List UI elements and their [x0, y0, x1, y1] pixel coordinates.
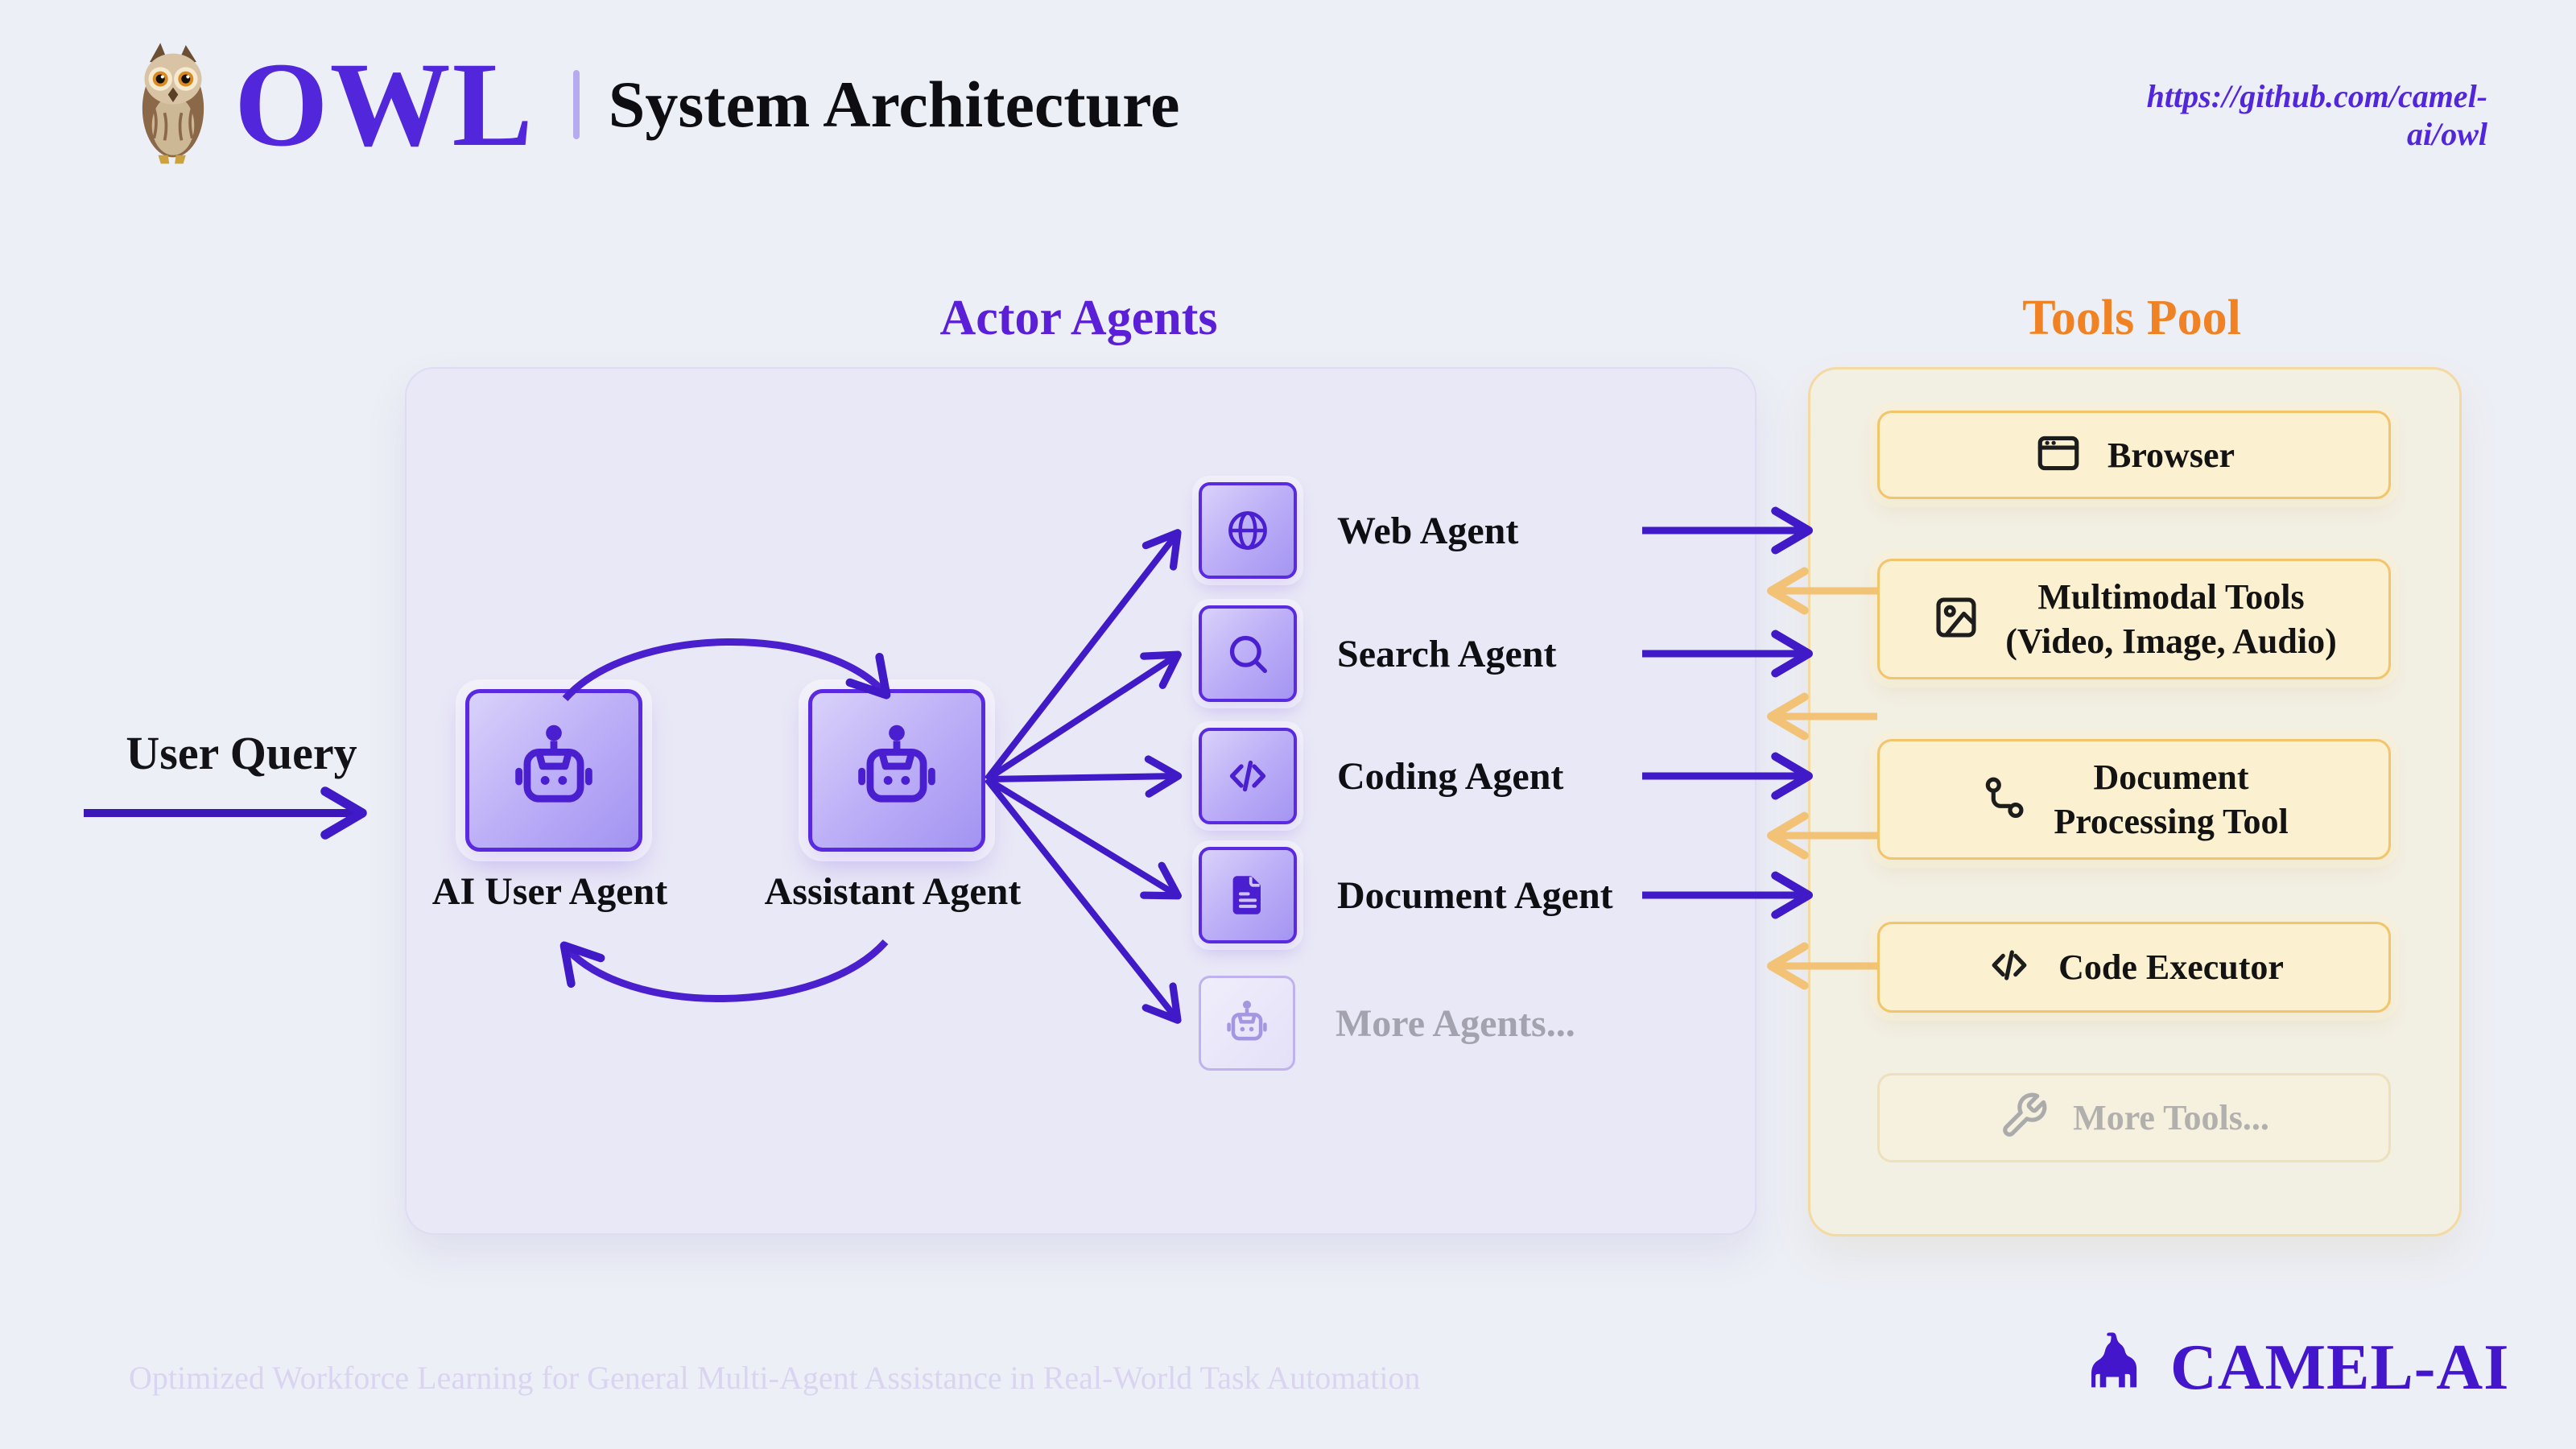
tool-label: Browser — [2107, 435, 2235, 475]
agent-row-search: Search Agent — [1199, 605, 1557, 702]
agent-row-label: More Agents... — [1335, 1001, 1575, 1045]
robot-icon — [504, 719, 604, 823]
tool-label: More Tools... — [2073, 1098, 2269, 1137]
robot-icon — [1199, 976, 1295, 1071]
search-icon — [1199, 605, 1297, 702]
agent-row-web: Web Agent — [1199, 482, 1519, 579]
tool-label: Document Processing Tool — [2054, 758, 2289, 841]
camel-icon — [2083, 1320, 2157, 1398]
brand-name: CAMEL-AI — [2170, 1332, 2510, 1403]
assistant-agent-card — [808, 689, 985, 852]
owl-logo-icon — [133, 39, 213, 170]
header: OWL System Architecture — [133, 39, 1179, 170]
user-query-label: User Query — [126, 727, 357, 779]
tool-card-browser: Browser — [1877, 411, 2391, 499]
globe-icon — [1199, 482, 1297, 579]
tool-card-code-executor: Code Executor — [1877, 922, 2391, 1013]
app-logo-text: OWL — [234, 37, 535, 171]
wrench-icon — [1999, 1091, 2049, 1145]
code-icon — [1199, 728, 1297, 824]
camel-ai-brand: CAMEL-AI — [2083, 1320, 2510, 1403]
agent-row-document: Document Agent — [1199, 847, 1613, 943]
tool-card-more-tools: More Tools... — [1877, 1073, 2391, 1162]
tool-card-multimodal: Multimodal Tools (Video, Image, Audio) — [1877, 559, 2391, 679]
agent-row-label: Coding Agent — [1337, 754, 1564, 798]
file-text-icon — [1199, 847, 1297, 943]
footer-tagline: Optimized Workforce Learning for General… — [129, 1360, 1421, 1396]
page-title: System Architecture — [608, 67, 1180, 141]
agent-row-more: More Agents... — [1199, 976, 1575, 1071]
github-repo-link[interactable]: https://github.com/camel-ai/owl — [2146, 78, 2487, 152]
agent-row-coding: Coding Agent — [1199, 728, 1564, 824]
header-divider — [572, 69, 580, 139]
assistant-agent-label: Assistant Agent — [764, 870, 1022, 913]
agent-row-label: Web Agent — [1337, 509, 1519, 552]
tool-label: Multimodal Tools (Video, Image, Audio) — [2005, 577, 2337, 661]
tools-pool-title: Tools Pool — [2022, 291, 2241, 345]
tool-label: Code Executor — [2058, 947, 2284, 987]
agent-row-label: Document Agent — [1337, 873, 1613, 917]
code-icon — [1984, 940, 2034, 994]
ai-user-agent-label: AI User Agent — [431, 870, 668, 913]
robot-icon — [847, 719, 947, 823]
actor-agents-title: Actor Agents — [939, 291, 1218, 345]
route-icon — [1979, 773, 2029, 827]
tool-card-document-processing: Document Processing Tool — [1877, 739, 2391, 860]
agent-row-label: Search Agent — [1337, 632, 1557, 675]
ai-user-agent-card — [465, 689, 642, 852]
image-icon — [1931, 592, 1981, 646]
browser-window-icon — [2033, 428, 2083, 482]
